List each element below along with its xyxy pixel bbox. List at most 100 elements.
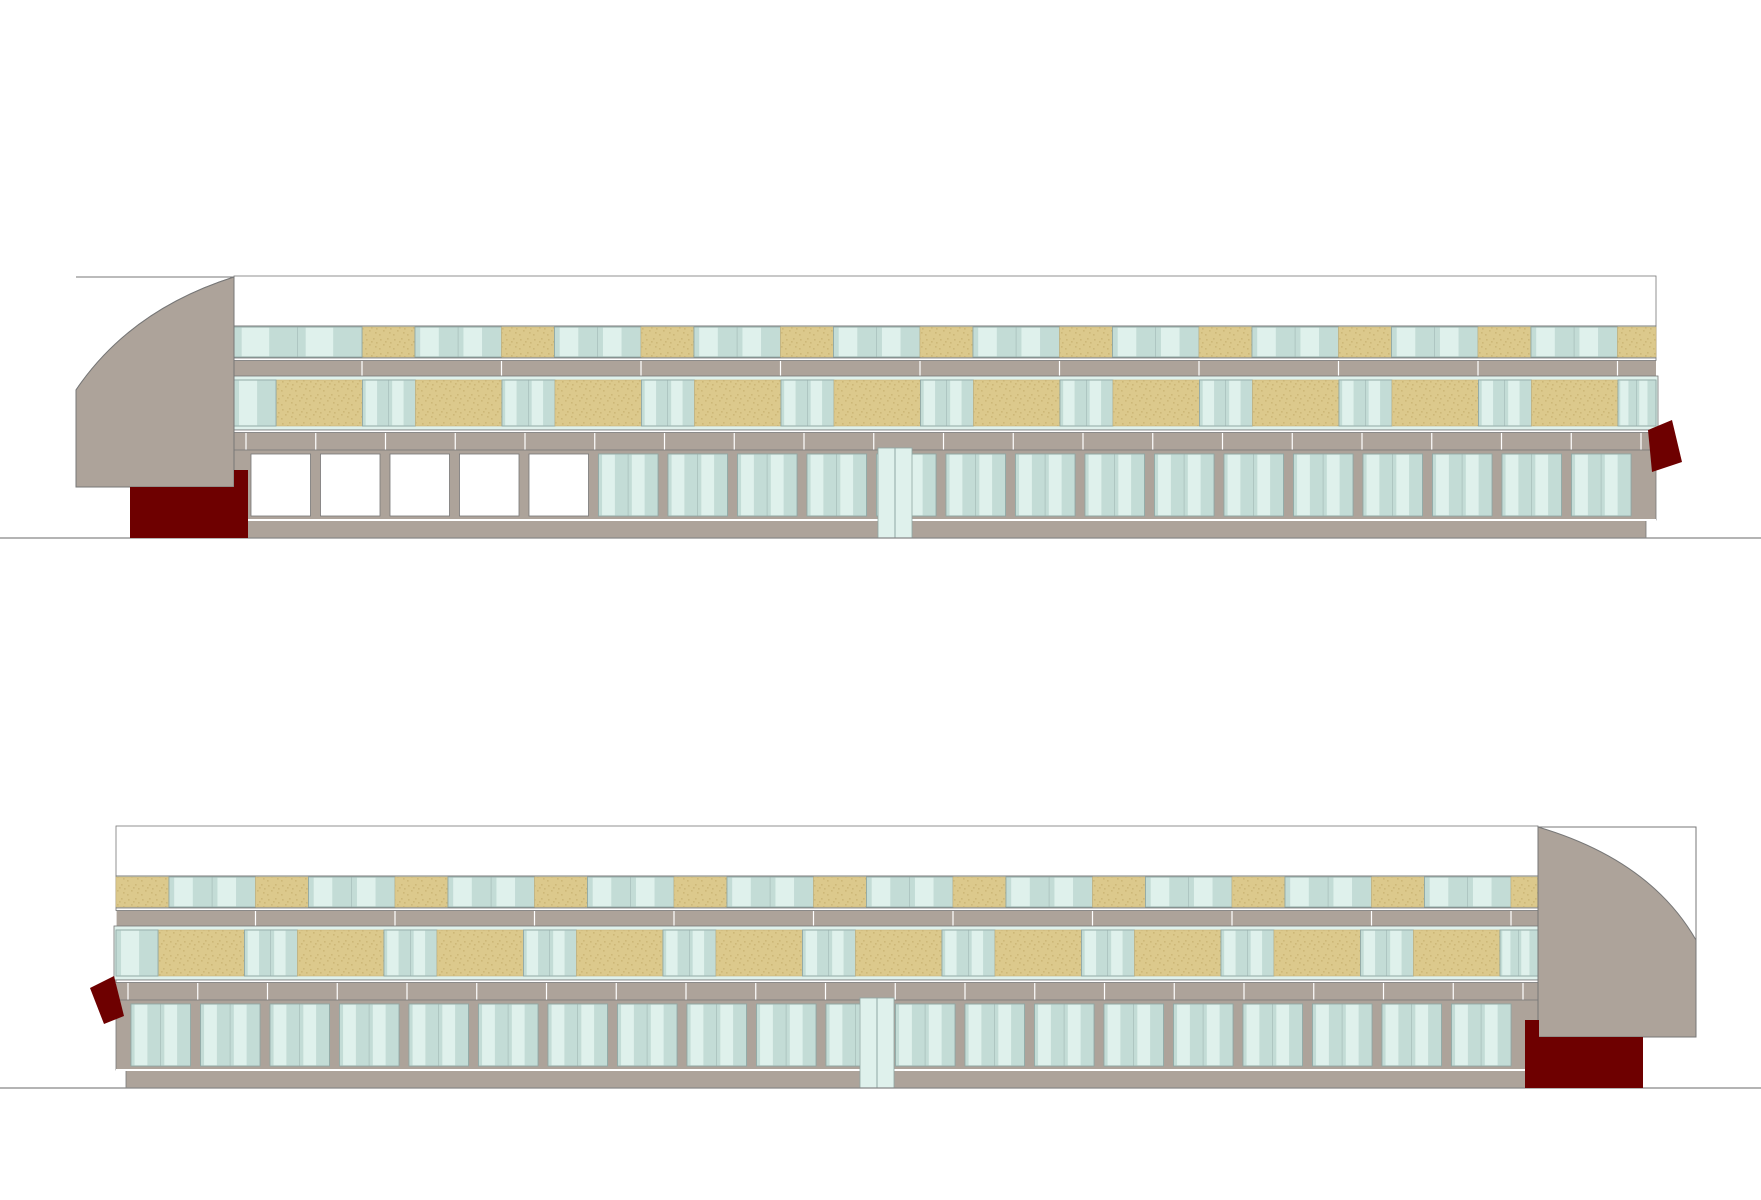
window-pane-shade (355, 1004, 370, 1066)
window-pane-shade (471, 877, 492, 907)
window-pane-edge (1382, 1004, 1386, 1066)
window-frame (1015, 453, 1076, 517)
window-pane-edge (339, 1004, 344, 1066)
window-pane-edge (667, 380, 672, 426)
window-pane-shade (216, 1004, 231, 1066)
window-pane-edge (362, 380, 366, 426)
window-pane-edge (965, 1004, 969, 1066)
window-pane-edge (478, 1004, 483, 1066)
window-pane-shade (1352, 877, 1372, 907)
blind-bay (528, 453, 589, 517)
window-pane-shade (1189, 1004, 1204, 1066)
window-pane-shade (398, 930, 411, 976)
stone-panel (255, 876, 309, 908)
window-pane-edge (1295, 327, 1301, 357)
window-pane-shade (1074, 380, 1087, 426)
stone-panel (1477, 326, 1532, 358)
window-pane-edge (1467, 877, 1473, 907)
window-pane-shade (1309, 454, 1324, 516)
window-pane-edge (946, 454, 950, 516)
window-pane-shade (633, 1004, 648, 1066)
red-canopy-right (1648, 420, 1682, 472)
lower-elevation (0, 825, 1761, 1089)
window-pane-edge (1601, 454, 1605, 516)
window-pane-edge (1424, 877, 1430, 907)
window-pane-edge (1328, 877, 1334, 907)
window-pane-edge (1531, 454, 1536, 516)
window-pane-shade (1548, 454, 1562, 516)
window-pane-edge (388, 380, 393, 426)
stone-panel (1338, 326, 1392, 358)
window-frame (1034, 1003, 1095, 1067)
window-pane-shade (677, 930, 690, 976)
window-pane-shade (1040, 327, 1060, 357)
window-pane-edge (770, 877, 776, 907)
window-pane-edge (716, 1004, 721, 1066)
window-pane-shade (933, 877, 953, 907)
window-frame (1312, 1003, 1373, 1067)
window-pane-shade (1029, 877, 1050, 907)
window-pane-shade (564, 930, 577, 976)
window-pane-shade (564, 1004, 578, 1066)
window-pane-edge (1199, 380, 1203, 426)
stone-panel (813, 876, 867, 908)
window-pane-edge (1225, 380, 1230, 426)
stone-panel (1092, 876, 1146, 908)
window-pane-edge (973, 327, 979, 357)
window-pane-shade (375, 877, 395, 907)
window-pane-shade (494, 1004, 509, 1066)
window-pane-shade (704, 930, 716, 976)
window-pane-shade (1428, 1004, 1442, 1066)
window-frame (1084, 453, 1145, 517)
window-pane-edge (1499, 930, 1503, 976)
window-pane-shade (956, 930, 969, 976)
red-canopy-left (90, 976, 124, 1024)
window-pane-shade (1240, 454, 1254, 516)
stone-panel (554, 379, 642, 427)
window-pane-shade (983, 930, 995, 976)
window-pane-shade (1262, 930, 1274, 976)
window-pane-shade (438, 327, 459, 357)
window-pane-edge (369, 1004, 373, 1066)
window-pane-edge (1016, 327, 1022, 357)
window-pane-shade (332, 877, 352, 907)
window-pane-edge (895, 1004, 900, 1066)
window-pane-edge (523, 930, 527, 976)
window-pane-edge (1107, 930, 1112, 976)
window-pane-shade (1319, 327, 1339, 357)
window-pane-edge (528, 380, 532, 426)
stone-panel (275, 379, 363, 427)
stone-panel (1531, 379, 1619, 427)
stone-panel (415, 379, 503, 427)
window-pane-shade (714, 454, 728, 516)
stone-panel (919, 326, 974, 358)
window-pane-shade (1080, 1004, 1094, 1066)
window-pane-shade (1478, 454, 1492, 516)
window-pane-shade (259, 930, 271, 976)
band-edge (233, 429, 1657, 433)
window-pane-edge (1392, 454, 1397, 516)
window-pane-edge (807, 454, 811, 516)
window-pane-edge (508, 1004, 512, 1066)
window-pane-edge (968, 930, 972, 976)
window-pane-edge (1203, 1004, 1207, 1066)
window-pane-shade (1073, 877, 1093, 907)
window-frame (686, 1003, 747, 1067)
window-pane-edge (1114, 454, 1119, 516)
window-pane-shade (1497, 1004, 1511, 1066)
window-frame (1381, 1003, 1442, 1067)
stone-panel (1413, 929, 1501, 977)
window-pane-shade (1101, 454, 1115, 516)
stone-panel (297, 929, 385, 977)
window-pane-edge (1323, 454, 1327, 516)
window-pane-edge (1391, 327, 1397, 357)
window-pane-shade (783, 454, 797, 516)
window-pane-shade (962, 454, 976, 516)
window-pane-shade (1169, 877, 1189, 907)
window-pane-edge (1571, 454, 1576, 516)
window-pane-shade (139, 930, 158, 976)
window-frame (339, 1003, 400, 1067)
curved-end-block (75, 276, 235, 488)
band-edge (115, 907, 1539, 911)
window-pane-edge (1224, 454, 1228, 516)
